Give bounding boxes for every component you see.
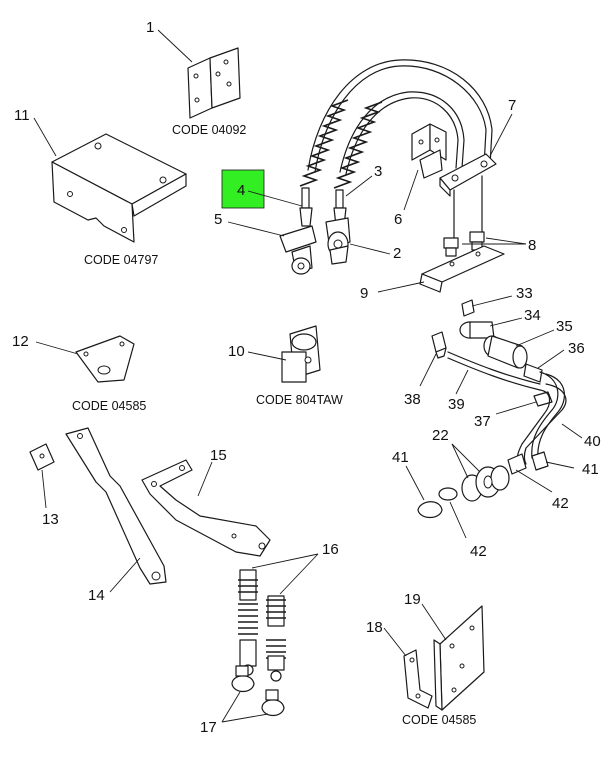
- part-2-lever: [325, 217, 351, 265]
- part-35-valve: [483, 335, 528, 369]
- callout-5: 5: [214, 211, 222, 228]
- callout-10: 10: [228, 343, 245, 360]
- part-10-clip: [281, 325, 321, 383]
- part-13-pad: [29, 443, 55, 471]
- callout-16: 16: [322, 541, 339, 558]
- callout-37: 37: [474, 413, 491, 430]
- callout-7: 7: [508, 97, 516, 114]
- code-label-part-11: CODE 04797: [84, 253, 158, 267]
- part-38-fitting: [431, 331, 447, 359]
- callout-2: 2: [393, 245, 401, 262]
- callout-1: 1: [146, 19, 154, 36]
- code-label-part-19: CODE 04585: [402, 713, 476, 727]
- part-41-clip: [417, 501, 443, 519]
- control-cables: [307, 59, 493, 175]
- part-11-bracket: [51, 133, 187, 243]
- callout-3: 3: [374, 163, 382, 180]
- callout-4-highlight: [221, 169, 265, 209]
- cable-end-left: [299, 187, 313, 227]
- part-34-elbow: [459, 321, 495, 339]
- callout-19: 19: [404, 591, 421, 608]
- callout-8: 8: [528, 237, 536, 254]
- callout-17: 17: [200, 719, 217, 736]
- part-41-fittings: [507, 451, 549, 475]
- callout-14: 14: [88, 587, 105, 604]
- callout-18: 18: [366, 619, 383, 636]
- code-label-part-1: CODE 04092: [172, 123, 246, 137]
- part-12-plate: [75, 335, 135, 383]
- callout-13: 13: [42, 511, 59, 528]
- part-5-clevis: [279, 225, 317, 275]
- callout-39: 39: [448, 396, 465, 413]
- part-36-fitting: [523, 363, 543, 383]
- part-39-tube: [447, 351, 541, 391]
- code-label-part-12: CODE 04585: [72, 399, 146, 413]
- callout-42a: 42: [552, 495, 569, 512]
- callout-35: 35: [556, 318, 573, 335]
- part-8-fittings: [443, 231, 485, 257]
- part-9-bracket: [419, 245, 505, 293]
- part-7-bracket: [439, 153, 497, 197]
- part-17-clips: [231, 665, 285, 717]
- code-label-part-10: CODE 804TAW: [256, 393, 343, 407]
- part-18-bracket: [403, 649, 433, 709]
- callout-36: 36: [568, 340, 585, 357]
- part-14-strap: [65, 427, 167, 585]
- callout-22: 22: [432, 427, 449, 444]
- part-16-spring-left: [238, 569, 258, 676]
- callout-34: 34: [524, 307, 541, 324]
- part-33-fitting: [461, 299, 475, 317]
- part-6-bracket: [411, 123, 447, 179]
- part-19-plate: [433, 605, 485, 711]
- callout-33: 33: [516, 285, 533, 302]
- part-16-spring-right: [266, 595, 286, 682]
- part-15-arm: [141, 459, 271, 557]
- callout-38: 38: [404, 391, 421, 408]
- part-37-clamp: [533, 391, 553, 407]
- callout-11: 11: [14, 107, 30, 124]
- callout-6: 6: [394, 211, 402, 228]
- part-42-clip: [438, 487, 458, 501]
- cable-spring-left: [299, 99, 349, 187]
- callout-40: 40: [584, 433, 601, 450]
- cable-spring-right: [333, 101, 383, 189]
- part-1-bracket: [187, 47, 241, 119]
- callout-15: 15: [210, 447, 227, 464]
- callout-12: 12: [12, 333, 29, 350]
- callout-9: 9: [360, 285, 368, 302]
- callout-42b: 42: [470, 543, 487, 560]
- callout-41a: 41: [392, 449, 409, 466]
- callout-4: 4: [237, 182, 245, 199]
- part-22-grommets: [461, 465, 510, 502]
- callout-41b: 41: [582, 461, 599, 478]
